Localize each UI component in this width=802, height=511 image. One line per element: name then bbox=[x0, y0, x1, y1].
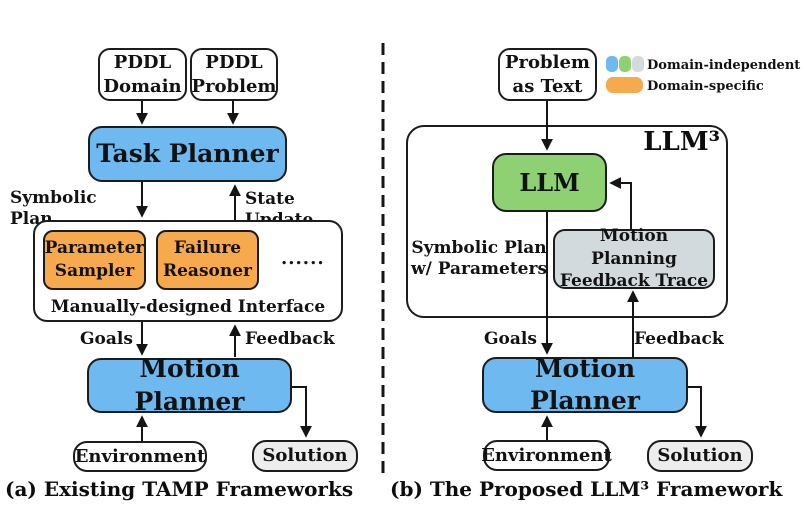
environment-node-b: Environment bbox=[481, 440, 612, 471]
feedback-label-b: Feedback bbox=[634, 329, 724, 349]
goals-label-b: Goals bbox=[484, 329, 537, 349]
legend-blue-swatch-icon bbox=[606, 56, 618, 72]
legend-domain-independent-label: Domain-independent bbox=[647, 58, 801, 73]
legend-domain-specific-label: Domain-specific bbox=[647, 79, 764, 94]
motion-planner-node-a: Motion Planner bbox=[87, 354, 292, 416]
ellipsis-dots: ...... bbox=[281, 248, 325, 269]
symbolic-plan-parameters-label: Symbolic Plan w/ Parameters bbox=[410, 238, 548, 280]
legend-gray-swatch-icon bbox=[632, 56, 644, 72]
feedback-trace-node: Motion Planning Feedback Trace bbox=[553, 226, 715, 291]
motion-planner-node-b: Motion Planner bbox=[482, 354, 688, 415]
failure-reasoner-node: Failure Reasoner bbox=[156, 230, 259, 290]
goals-label-a: Goals bbox=[80, 329, 133, 349]
llm-node: LLM bbox=[492, 153, 607, 212]
llm3-frame-label: LLM³ bbox=[643, 127, 720, 157]
problem-as-text-node: Problem as Text bbox=[498, 48, 597, 101]
pddl-domain-node: PDDL Domain bbox=[98, 48, 187, 101]
task-planner-node: Task Planner bbox=[88, 126, 287, 182]
environment-node-a: Environment bbox=[73, 441, 207, 472]
caption-b: (b) The Proposed LLM³ Framework bbox=[390, 477, 783, 501]
manual-interface-label: Manually-designed Interface bbox=[50, 297, 326, 317]
legend-orange-swatch-icon bbox=[606, 77, 643, 93]
caption-a: (a) Existing TAMP Frameworks bbox=[5, 477, 354, 501]
feedback-label-a: Feedback bbox=[245, 329, 335, 349]
pddl-problem-node: PDDL Problem bbox=[190, 48, 278, 101]
solution-node-a: Solution bbox=[252, 440, 358, 472]
solution-node-b: Solution bbox=[647, 440, 753, 472]
legend-green-swatch-icon bbox=[619, 56, 631, 72]
parameter-sampler-node: Parameter Sampler bbox=[43, 230, 146, 290]
